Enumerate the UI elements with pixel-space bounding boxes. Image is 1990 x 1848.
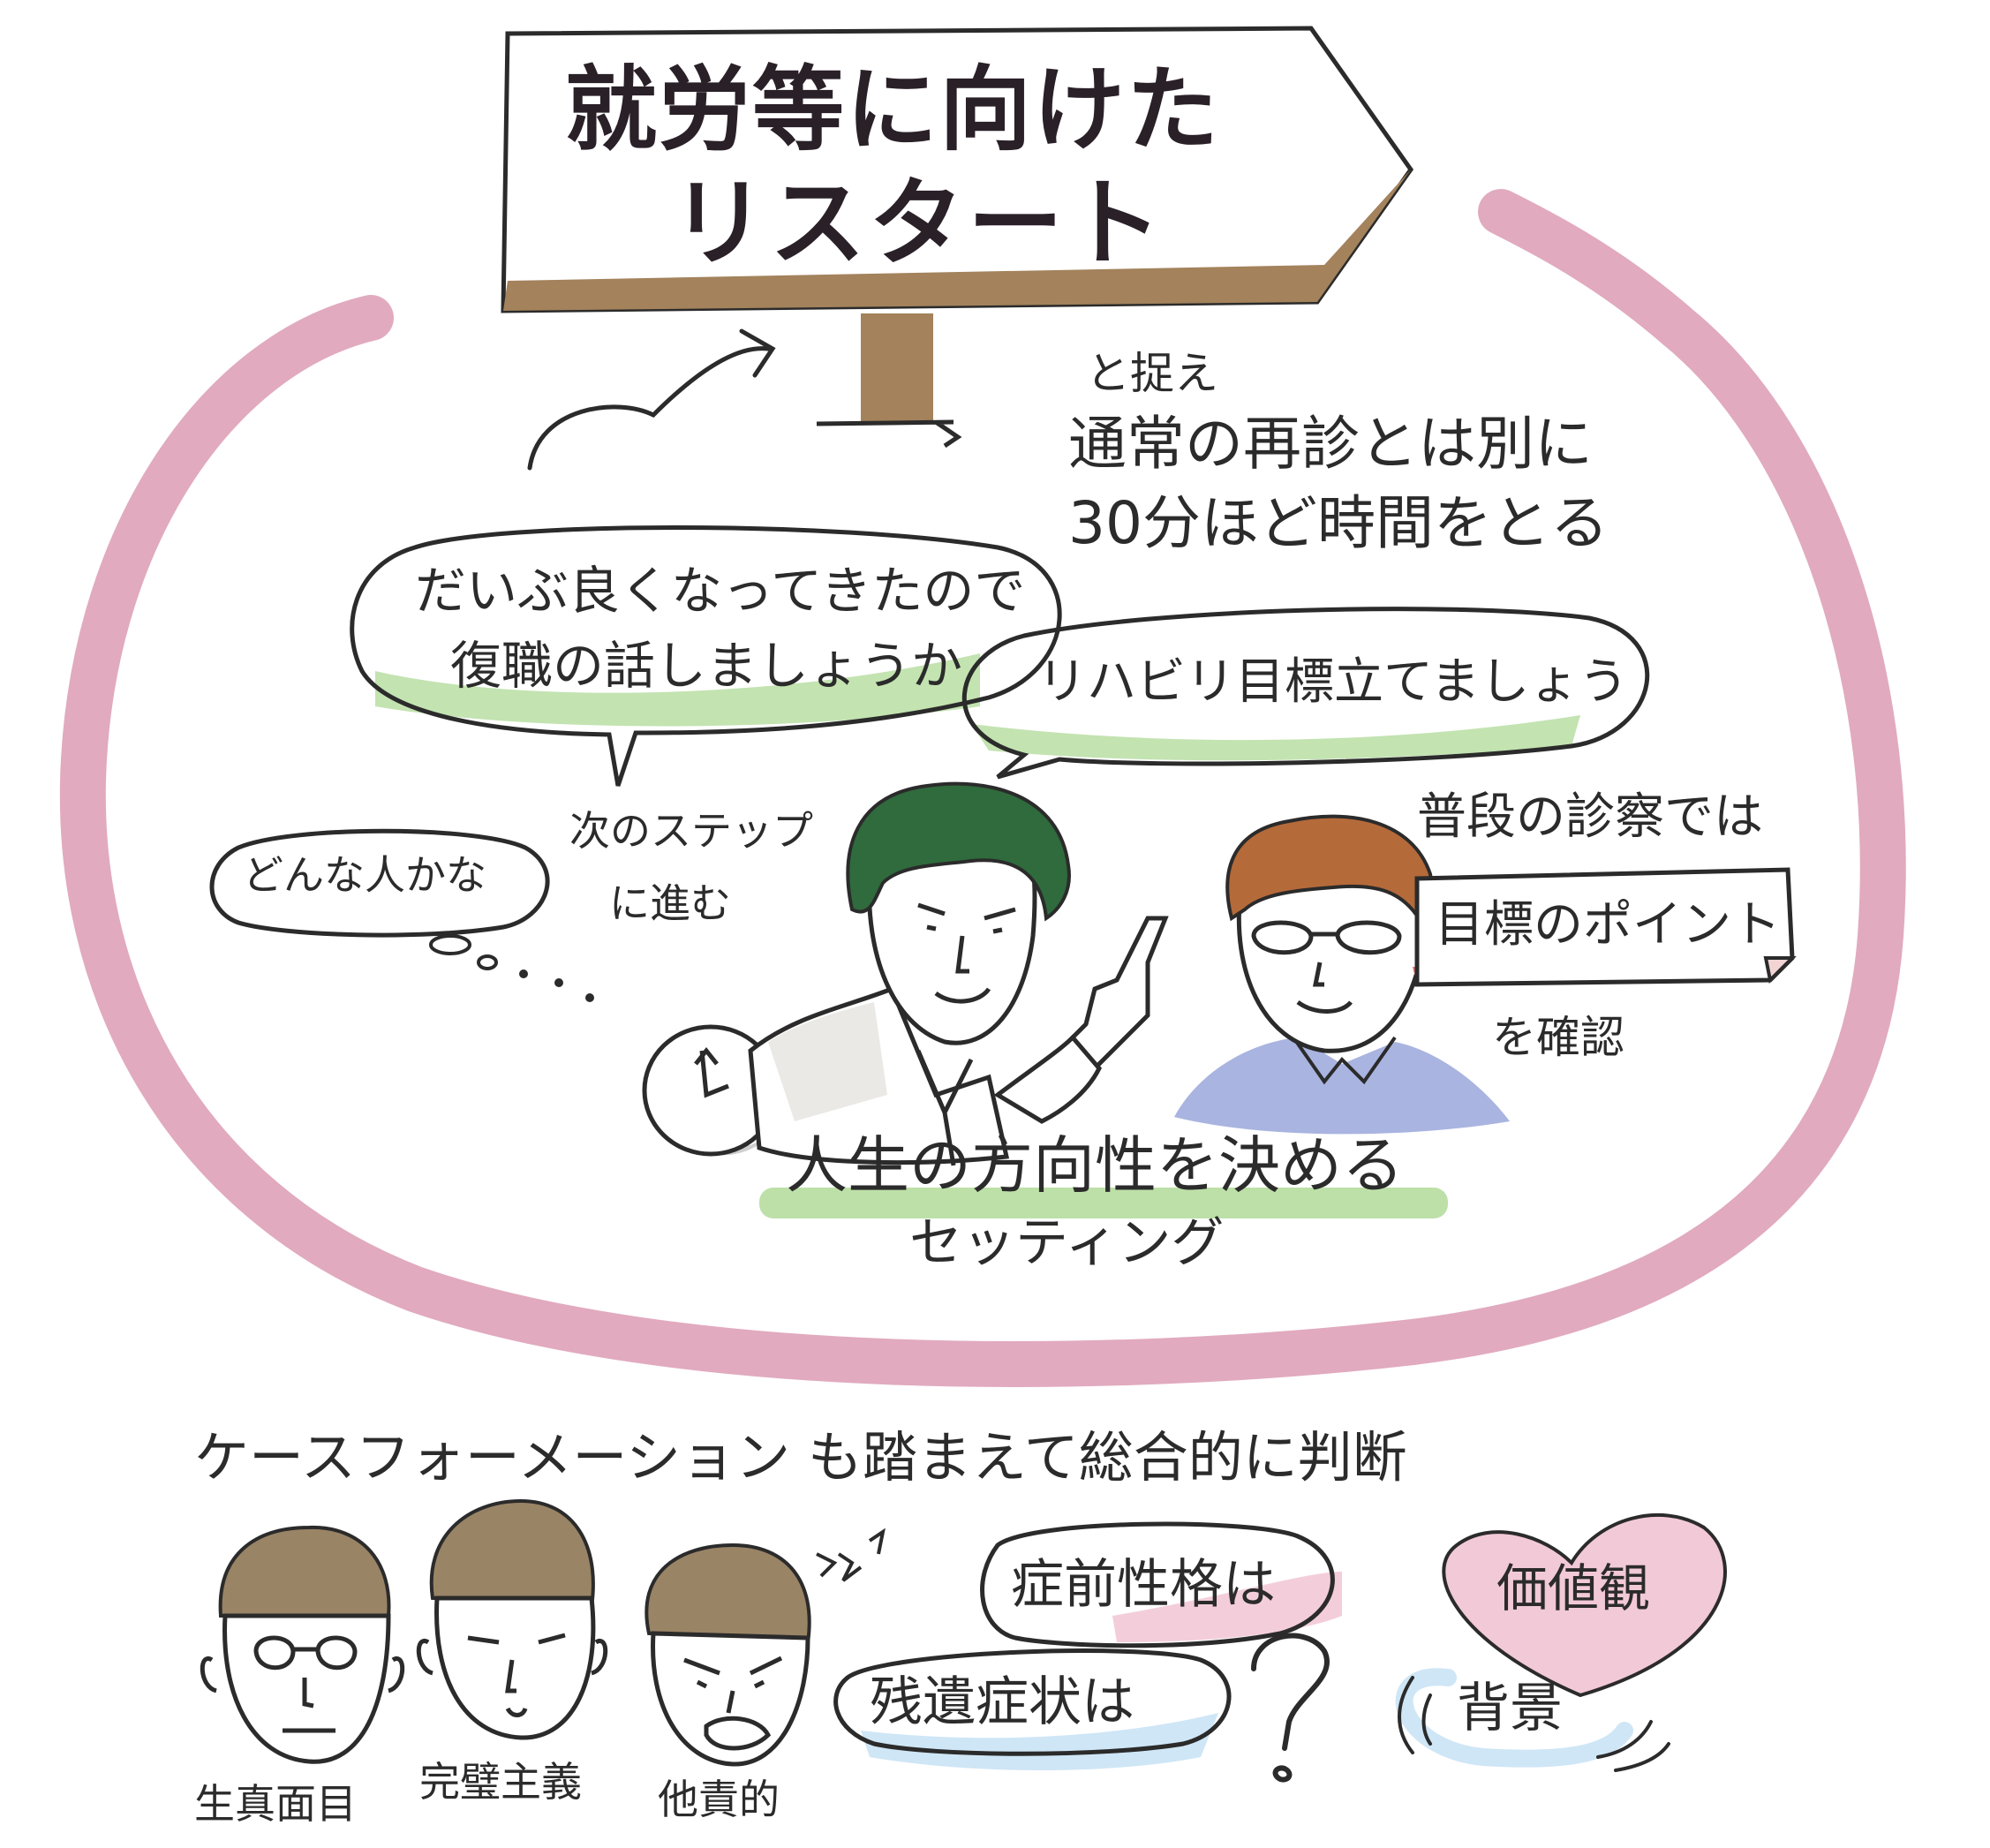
- face-label-serious: 生真面目: [194, 1780, 357, 1828]
- face-perfectionist-head: [434, 1595, 596, 1740]
- sign-post-pole: [861, 313, 933, 424]
- face-serious-features: [200, 1635, 405, 1733]
- speech-bubble-2: [961, 607, 1650, 780]
- thought-bubble-outline: [209, 828, 550, 938]
- face-blaming-features: [683, 1656, 783, 1751]
- doctor-collar: [916, 1050, 974, 1166]
- doctor-pointing-hand: [1065, 916, 1169, 1072]
- premorbid-bubble: [980, 1521, 1335, 1648]
- clock-hands: [694, 1046, 729, 1098]
- doctor-nose-mouth: [934, 935, 991, 1004]
- face-serious-hair: [218, 1525, 391, 1618]
- speech-bubble-1-line1: だいぶ良くなってきたので: [415, 561, 1026, 621]
- thought-dot: [519, 969, 528, 978]
- speech-bubble-1-outline: [350, 525, 1062, 787]
- thought-bubble-text: どんな人かな: [243, 851, 486, 899]
- next-step-line2: に進む: [609, 879, 731, 927]
- speech-bubble-1: [350, 525, 1062, 787]
- patient-collar: [1292, 1036, 1397, 1085]
- background-text: 背景: [1457, 1678, 1563, 1739]
- sign-board-shadow: [503, 170, 1411, 311]
- speech-bubble-2-highlight: [971, 715, 1580, 761]
- sign-base-line: [816, 419, 962, 449]
- thought-dot: [585, 993, 594, 1002]
- sticky-note-curl: [1763, 956, 1797, 984]
- sticky-note: [1413, 867, 1797, 987]
- clinic-usual-text: 普段の診察では: [1417, 788, 1763, 846]
- patient-figure: [1174, 814, 1510, 1135]
- setting-title-line2: セッティング: [909, 1212, 1225, 1274]
- thought-dot: [429, 934, 471, 955]
- face-serious: [200, 1525, 405, 1764]
- heart-icon: [1442, 1513, 1727, 1698]
- patient-mouth: [1296, 962, 1353, 1014]
- setting-highlight: [759, 1188, 1448, 1218]
- residual-highlight: [861, 1713, 1218, 1770]
- signpost: [501, 26, 1414, 449]
- face-perfectionist-hair: [429, 1498, 595, 1610]
- face-blaming-hair: [644, 1543, 811, 1645]
- doctor-figure: [748, 781, 1169, 1166]
- question-mark-icon: [1251, 1633, 1330, 1783]
- speech-bubble-1-highlight: [375, 653, 980, 727]
- background-motion-lines: [1398, 1676, 1670, 1772]
- doctor-coat-shading: [768, 1002, 887, 1121]
- arrow-icon: [527, 328, 776, 471]
- doctor-sleeve: [993, 1034, 1102, 1124]
- doctor-eyes: [917, 902, 1016, 934]
- values-text: 価値観: [1496, 1558, 1651, 1618]
- premorbid-text: 症前性格は: [1011, 1554, 1276, 1616]
- clinic-confirm-text: を確認: [1492, 1012, 1624, 1063]
- speech-bubble-2-outline: [961, 607, 1650, 780]
- anger-mark-icon: [816, 1527, 886, 1582]
- doctor-hair: [846, 781, 1071, 922]
- residual-text: 残遺症状は: [870, 1671, 1134, 1733]
- case-formulation-heading: ケースフォーメーション も踏まえて総合的に判断: [194, 1425, 1407, 1490]
- sticky-note-text: 目標のポイント: [1435, 896, 1781, 954]
- schedule-note-line1: 通常の再診とは別に: [1068, 410, 1593, 478]
- next-step-line1: 次のステップ: [569, 807, 813, 855]
- background-swirl: [1395, 1668, 1633, 1768]
- face-perfectionist-features: [416, 1633, 608, 1717]
- thought-dot: [477, 954, 498, 970]
- patient-glasses: [1251, 920, 1402, 955]
- sign-title-line1: 就労等に向けた: [565, 56, 1221, 163]
- face-label-perfectionist: 完璧主義: [419, 1758, 582, 1806]
- face-label-blaming: 他責的: [658, 1776, 780, 1823]
- setting-title-line1: 人生の方向性を決める: [786, 1129, 1404, 1202]
- thought-dot: [554, 978, 563, 987]
- sign-title-line2: リスタート: [671, 169, 1166, 279]
- face-perfectionist: [416, 1498, 608, 1740]
- premorbid-highlight: [1112, 1572, 1342, 1642]
- speech-bubble-2-text: リハビリ目標立てましょう: [1037, 653, 1629, 711]
- residual-bubble: [833, 1648, 1232, 1756]
- capture-note: と捉え: [1086, 348, 1218, 399]
- speech-bubble-1-line2: 復職の話しましょうか: [450, 636, 963, 696]
- face-blaming: [644, 1527, 886, 1767]
- schedule-note-line2: 30分ほど時間をとる: [1068, 489, 1609, 557]
- patient-shirt: [1174, 1037, 1510, 1135]
- pink-ring: [59, 189, 1906, 1387]
- thought-bubble: [209, 828, 594, 1002]
